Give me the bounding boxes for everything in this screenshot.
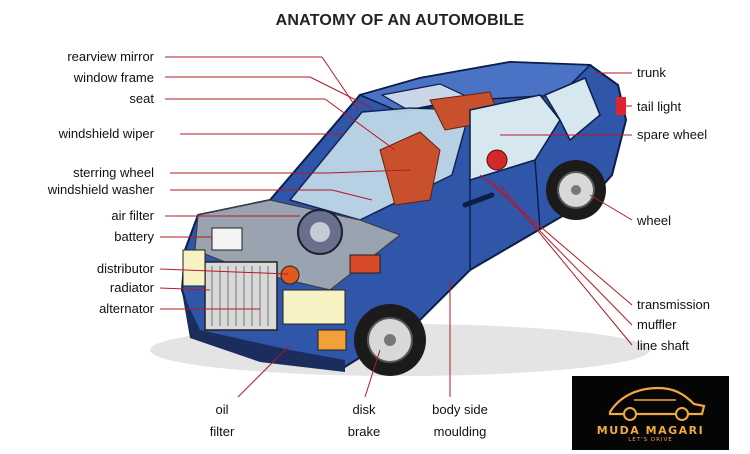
label-line-shaft: line shaft xyxy=(637,338,690,353)
label-muffler: muffler xyxy=(637,317,677,332)
label-battery: battery xyxy=(114,229,154,244)
headlight-right xyxy=(282,289,346,325)
leader-lines xyxy=(159,56,633,398)
label-windshield-washer: windshield washer xyxy=(47,182,154,197)
spare-wheel xyxy=(486,149,508,171)
label-air-filter: air filter xyxy=(111,208,154,223)
engine-part xyxy=(349,254,381,274)
headlight-left xyxy=(182,249,206,287)
front-wheel xyxy=(354,304,426,376)
seat xyxy=(379,131,441,206)
brand-name: MUDA MAGARI xyxy=(596,424,705,437)
label-transmission: transmission xyxy=(637,297,710,312)
rear-wheel xyxy=(546,160,606,220)
battery xyxy=(211,227,243,251)
label-oil-filter-line1: oil xyxy=(215,402,229,417)
brand-car-icon xyxy=(608,386,706,421)
door-seams xyxy=(469,159,541,270)
label-body-side-moulding-line1: body side xyxy=(432,402,488,417)
label-rearview-mirror: rearview mirror xyxy=(67,49,154,64)
front-bumper xyxy=(182,292,345,372)
brand-tagline: LET'S DRIVE xyxy=(628,437,673,443)
label-disk-brake-line2: brake xyxy=(347,424,381,439)
door-mirror xyxy=(462,192,495,208)
indicator-light xyxy=(317,329,347,351)
tail-light xyxy=(616,97,626,115)
label-windshield-wiper: windshield wiper xyxy=(58,126,154,141)
label-alternator: alternator xyxy=(99,301,154,316)
brand-logo: MUDA MAGARI LET'S DRIVE xyxy=(572,376,729,450)
distributor xyxy=(280,265,300,285)
label-seat: seat xyxy=(129,91,154,106)
label-tail-light: tail light xyxy=(637,99,682,114)
label-window-frame: window frame xyxy=(73,70,154,85)
label-steering-wheel: sterring wheel xyxy=(73,165,154,180)
label-wheel: wheel xyxy=(637,213,671,228)
label-body-side-moulding-line2: moulding xyxy=(433,424,487,439)
label-radiator: radiator xyxy=(109,280,154,295)
label-trunk: trunk xyxy=(637,65,666,80)
air-filter-center xyxy=(310,222,330,242)
diagram-title: ANATOMY OF AN AUTOMOBILE xyxy=(275,12,525,29)
label-distributor: distributor xyxy=(96,261,154,276)
label-oil-filter-line2: filter xyxy=(209,424,235,439)
label-disk-brake-line1: disk xyxy=(352,402,376,417)
rear-window xyxy=(543,77,601,142)
label-spare-wheel: spare wheel xyxy=(637,127,708,142)
